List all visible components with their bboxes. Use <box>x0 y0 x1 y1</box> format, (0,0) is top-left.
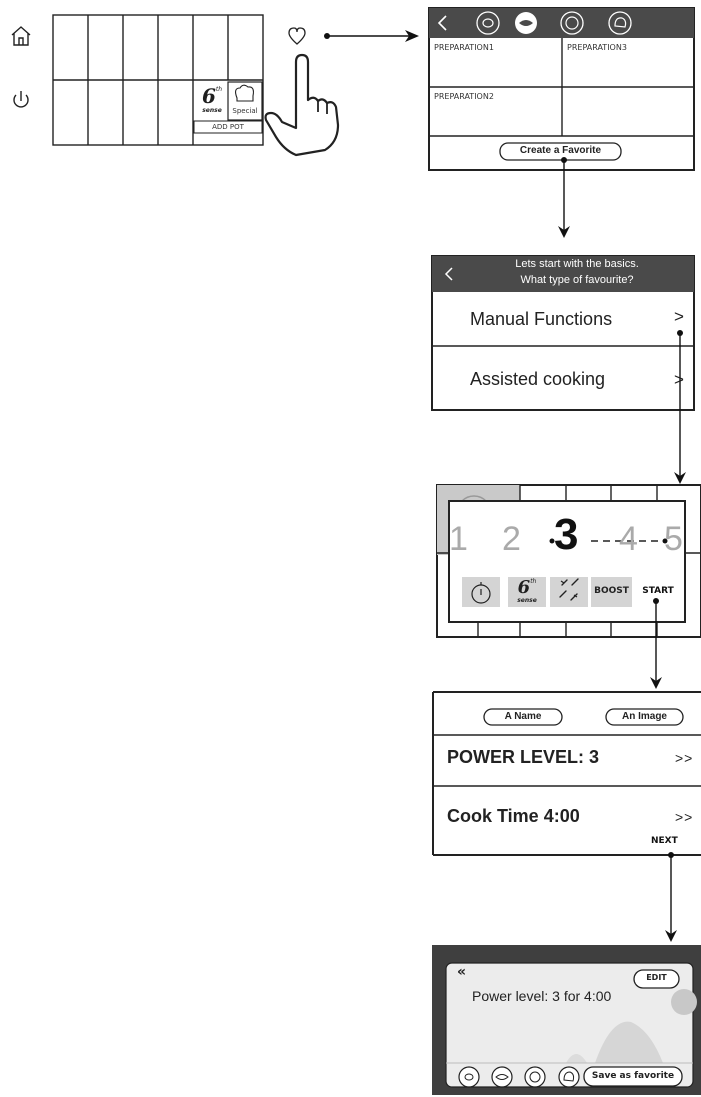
sixth-number: 6 <box>517 577 531 598</box>
connector-3 <box>674 330 686 484</box>
connector-2 <box>558 157 570 238</box>
sense-label: sense <box>517 597 537 604</box>
assisted-cooking-option[interactable]: Assisted cooking <box>470 369 606 389</box>
pointing-hand-icon <box>264 53 340 157</box>
add-pot-label: ADD POT <box>212 123 244 131</box>
an-image-label: An Image <box>621 711 667 722</box>
bottom-icon-1[interactable] <box>458 1066 480 1088</box>
level-dotted-line <box>549 538 668 544</box>
a-name-label: A Name <box>504 711 542 722</box>
level-1[interactable]: 1 <box>449 520 468 558</box>
connector-5 <box>665 852 677 942</box>
chevron-right-icon[interactable]: > <box>674 370 684 389</box>
next-button[interactable]: NEXT <box>651 836 678 846</box>
unlink-button[interactable] <box>550 577 588 607</box>
timer-icon <box>471 582 491 604</box>
level-5[interactable]: 5 <box>664 520 683 558</box>
unlink-icon <box>559 578 579 601</box>
category-icon-4[interactable] <box>608 11 632 35</box>
add-pot-button[interactable] <box>193 120 263 134</box>
level-2[interactable]: 2 <box>502 520 521 558</box>
create-favorite-label: Create a Favorite <box>519 145 602 156</box>
favorite-settings-screen <box>432 691 701 856</box>
category-icon-3[interactable] <box>560 11 584 35</box>
save-as-favorite-label: Save as favorite <box>591 1071 675 1081</box>
summary-text: Power level: 3 for 4:00 <box>472 988 612 1004</box>
sixth-number: 6 <box>201 84 216 108</box>
chevron-right-icon[interactable]: > <box>674 307 684 326</box>
category-icon-1[interactable] <box>476 11 500 35</box>
bottom-icon-4[interactable] <box>558 1066 580 1088</box>
favorite-heart-icon[interactable] <box>288 27 306 45</box>
bottom-icon-3[interactable] <box>524 1066 546 1088</box>
favourite-type-screen <box>431 255 695 411</box>
save-as-favorite-button[interactable] <box>583 1066 683 1087</box>
header-line-1: Lets start with the basics. <box>515 258 639 270</box>
cook-time-row[interactable]: Cook Time 4:00 <box>447 806 580 826</box>
edit-label: EDIT <box>646 973 667 982</box>
preparation-3[interactable]: PREPARATION3 <box>567 43 627 52</box>
category-icon-2-selected[interactable] <box>515 12 537 34</box>
preparation-1[interactable]: PREPARATION1 <box>434 43 494 52</box>
home-icon[interactable] <box>11 26 31 46</box>
special-label: Special <box>232 107 258 115</box>
power-level-row[interactable]: POWER LEVEL: 3 <box>447 747 600 767</box>
back-icon[interactable] <box>437 15 447 31</box>
an-image-button[interactable] <box>605 708 684 726</box>
start-button[interactable]: START <box>642 586 674 596</box>
double-chevron-icon[interactable]: >> <box>675 750 694 766</box>
special-tile[interactable] <box>227 81 263 121</box>
connector-4 <box>650 598 662 689</box>
sixth-superscript: th <box>215 86 223 93</box>
sixth-superscript: th <box>530 578 537 585</box>
power-icon[interactable] <box>13 91 29 108</box>
level-4[interactable]: 4 <box>619 520 638 558</box>
boost-label: BOOST <box>594 586 629 596</box>
sixth-sense-icon: 6th sense <box>508 578 546 604</box>
level-3-selected[interactable]: 3 <box>554 510 579 559</box>
double-back-icon[interactable]: « <box>457 964 467 980</box>
sixth-sense-logo[interactable]: 6th sense <box>199 86 225 120</box>
sixth-sense-button[interactable] <box>508 577 546 607</box>
back-icon[interactable] <box>444 267 453 281</box>
header-line-2: What type of favourite? <box>520 274 634 286</box>
edit-button[interactable] <box>633 969 680 989</box>
create-favorite-button[interactable] <box>499 142 622 161</box>
double-chevron-icon[interactable]: >> <box>675 809 694 825</box>
connector-1 <box>324 30 419 42</box>
chef-hat-icon <box>234 84 254 102</box>
sense-label: sense <box>202 107 222 114</box>
boost-button[interactable] <box>591 577 632 607</box>
a-name-button[interactable] <box>483 708 563 726</box>
manual-functions-option[interactable]: Manual Functions <box>470 309 613 329</box>
preparation-2[interactable]: PREPARATION2 <box>434 92 494 101</box>
bottom-icon-2[interactable] <box>491 1066 513 1088</box>
